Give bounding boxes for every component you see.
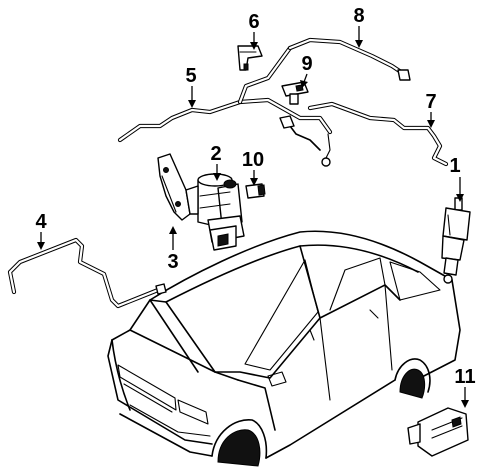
callout-2: 2 [210, 143, 221, 165]
callout-labels: 1 2 3 4 5 6 7 8 9 10 [35, 5, 476, 408]
air-compressor-assembly [197, 173, 245, 251]
callout-6: 6 [248, 11, 259, 33]
air-line-upper [287, 37, 411, 81]
callout-1: 1 [449, 155, 460, 177]
callout-11: 11 [454, 366, 475, 388]
air-line-left [117, 45, 333, 167]
callout-8: 8 [353, 5, 364, 27]
retainer-clip [237, 45, 263, 71]
height-control-module [407, 407, 469, 457]
compressor-mounting-bracket [157, 153, 199, 221]
callout-7: 7 [425, 91, 436, 113]
callout-5: 5 [185, 65, 196, 87]
minivan-illustration [107, 230, 461, 467]
callout-10: 10 [242, 149, 264, 171]
callout-4: 4 [35, 211, 47, 233]
air-line-right [307, 101, 449, 167]
callout-9: 9 [301, 53, 312, 75]
callout-3: 3 [167, 251, 178, 273]
air-line-lower [7, 237, 167, 309]
air-fitting [245, 183, 266, 199]
air-shock-strut [441, 197, 471, 284]
